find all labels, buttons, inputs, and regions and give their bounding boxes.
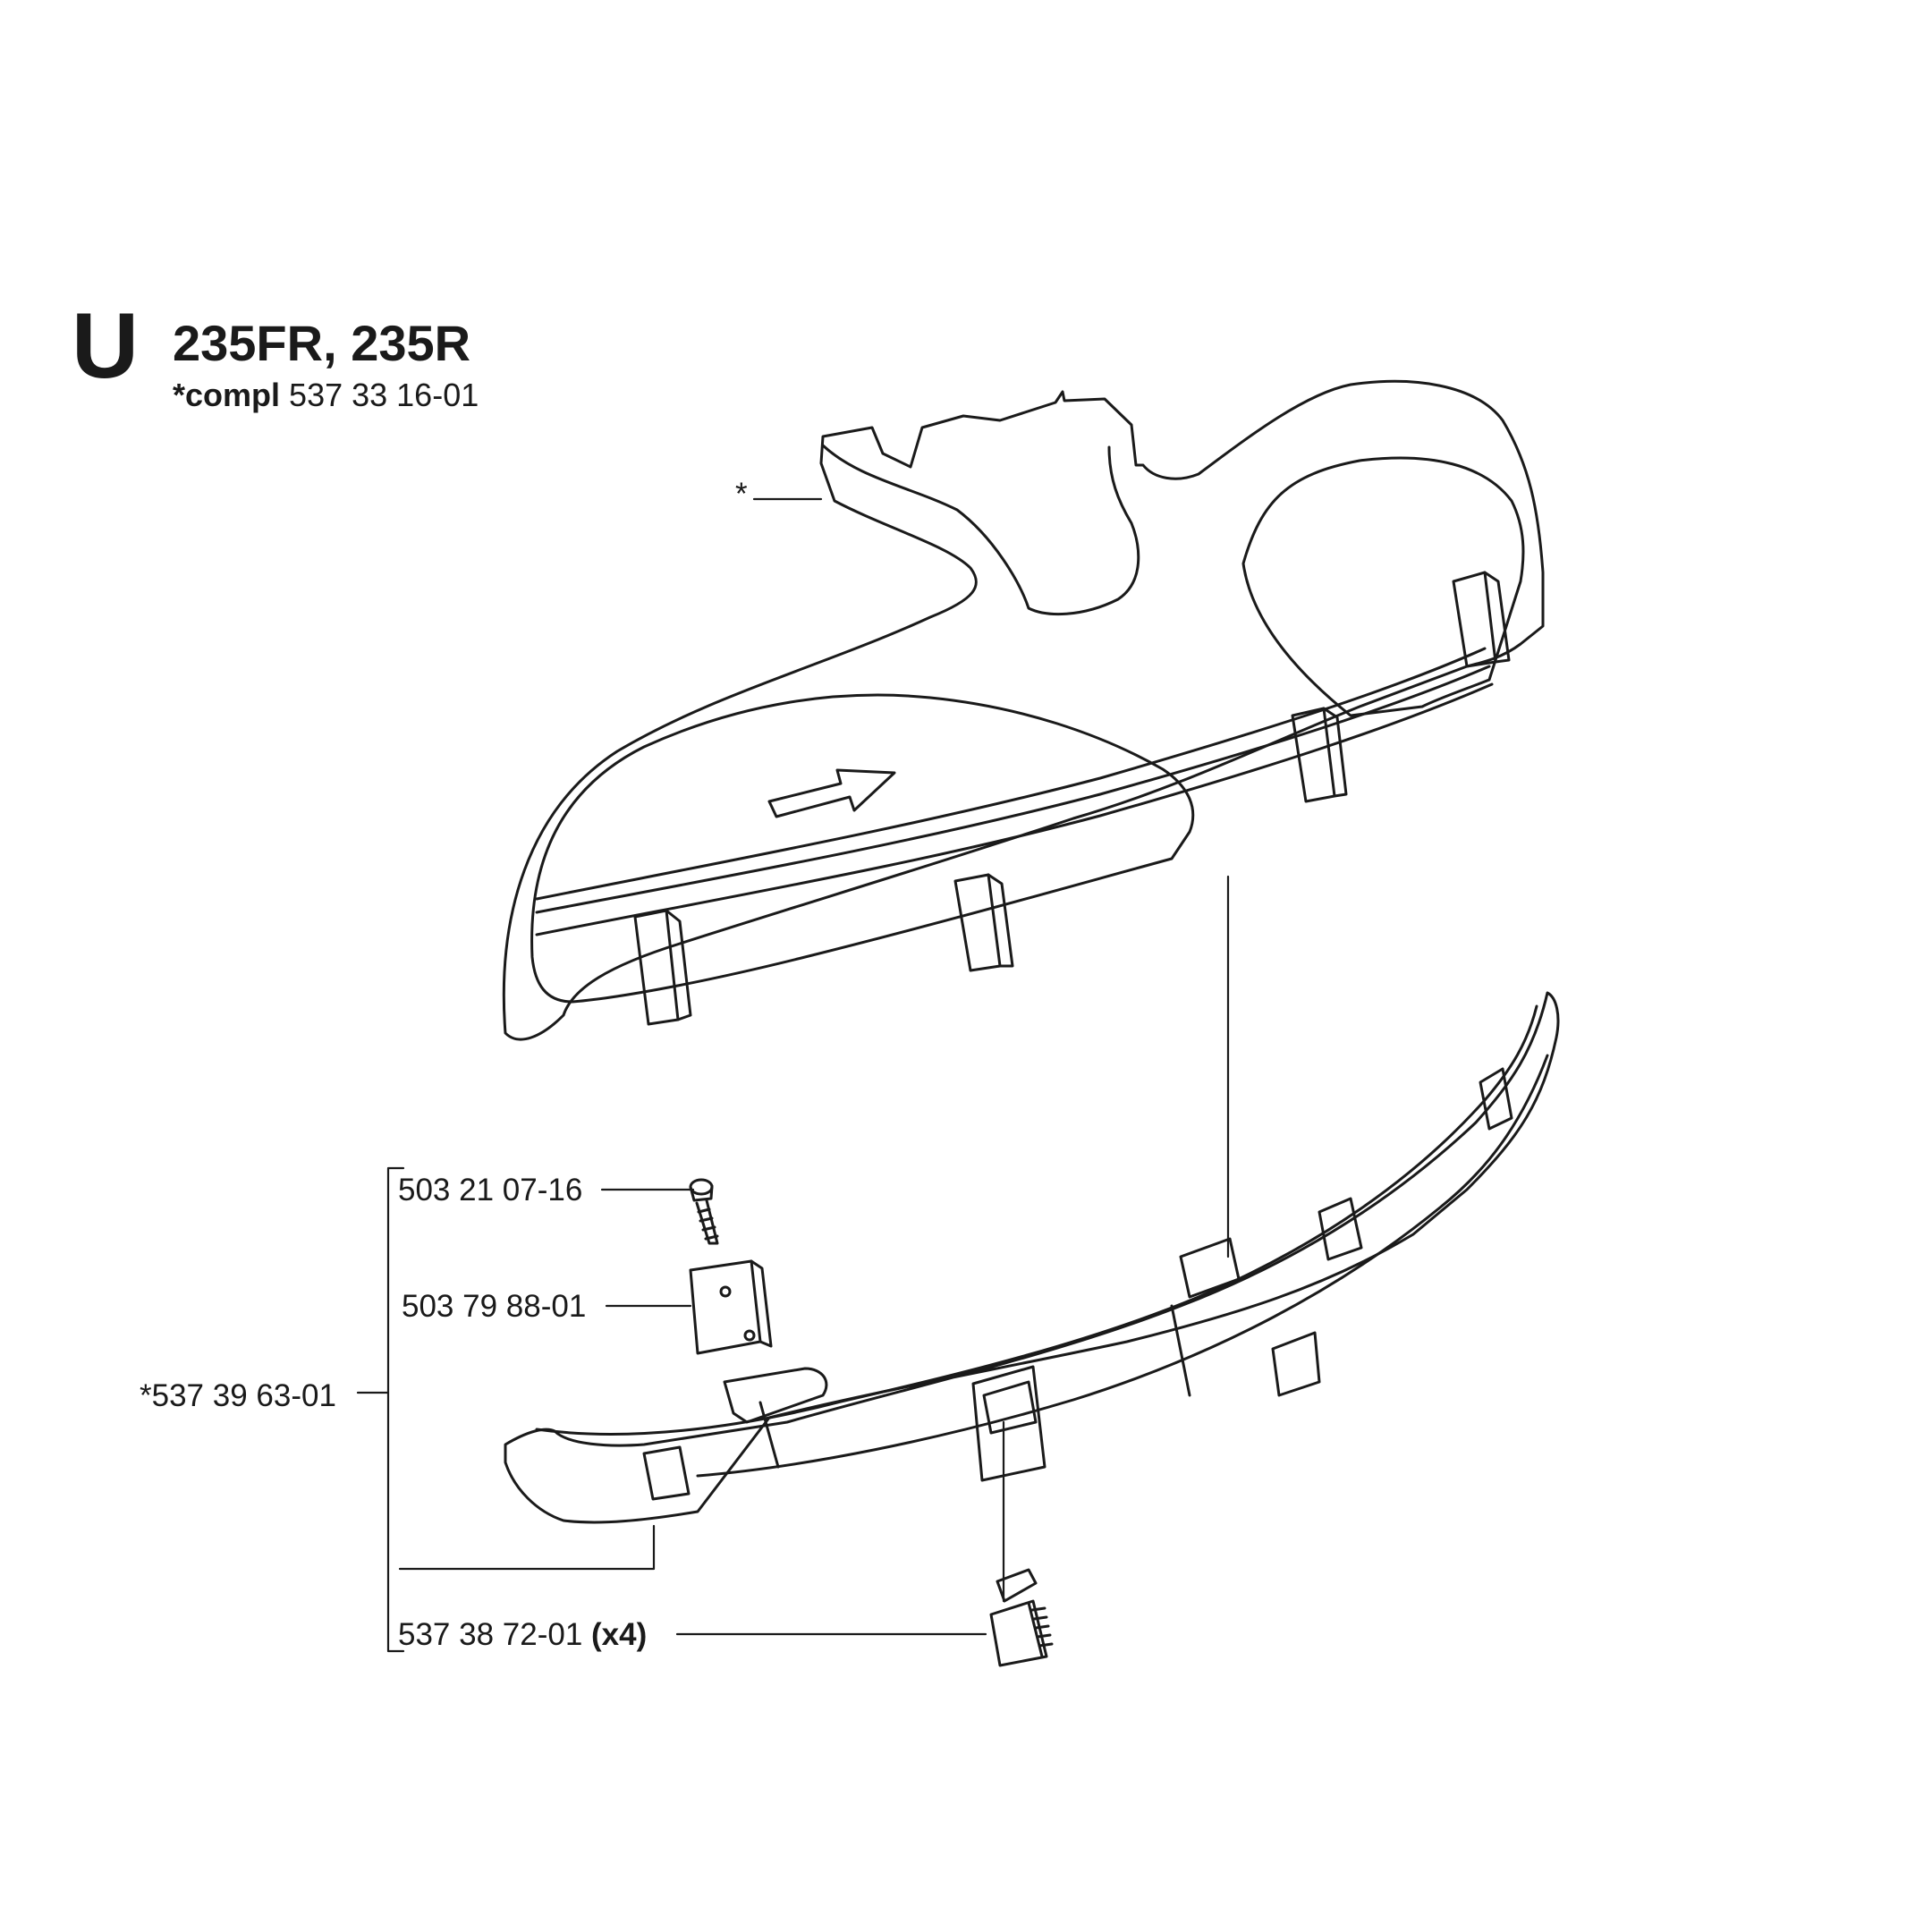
callout-clip: 537 38 72-01 (x4): [398, 1619, 647, 1650]
clip-drawing: [989, 1568, 1054, 1667]
upper-guard-hub: [821, 444, 1140, 615]
clip-number: 537 38 72-01: [398, 1617, 583, 1652]
plate-drawing: [689, 1259, 773, 1355]
upper-guard-rim-rib-3: [535, 682, 1494, 936]
guard-extension-drawing: [504, 991, 1560, 1524]
guard-extension-inner: [696, 1054, 1549, 1478]
upper-guard-rim-rib-1: [535, 647, 1487, 901]
callout-extension-assembly: *537 39 63-01: [140, 1378, 336, 1413]
upper-guard-right-pocket: [1241, 456, 1525, 717]
callout-screw: 503 21 07-16: [398, 1173, 583, 1208]
upper-guard-left-pocket: [530, 693, 1195, 1004]
upper-guard-rim-rib-2: [535, 665, 1491, 914]
upper-guard-tabs: [633, 571, 1511, 1026]
compl-line: *compl 537 33 16-01: [173, 379, 479, 411]
guard-extension-mount-block: [723, 1367, 828, 1424]
guard-extension-tabs: [642, 1067, 1513, 1501]
clip-qty: (x4): [591, 1617, 648, 1652]
guard-extension-ribs: [758, 1237, 1321, 1482]
callout-upper-guard: *: [735, 477, 748, 512]
section-letter: U: [72, 294, 140, 398]
compl-prefix: *compl: [173, 377, 281, 413]
upper-guard-outline: [502, 379, 1545, 1041]
upper-guard-rotation-arrow: [767, 768, 896, 818]
leader-lines: [356, 497, 1230, 1653]
callout-plate: 503 79 88-01: [402, 1289, 587, 1324]
guard-extension-rim: [535, 1004, 1538, 1436]
compl-number: 537 33 16-01: [289, 377, 479, 413]
upper-guard-drawing: [502, 379, 1545, 1041]
guard-extension-outline: [504, 991, 1560, 1524]
screw-drawing: [689, 1178, 719, 1245]
model-title: 235FR, 235R: [173, 315, 471, 371]
